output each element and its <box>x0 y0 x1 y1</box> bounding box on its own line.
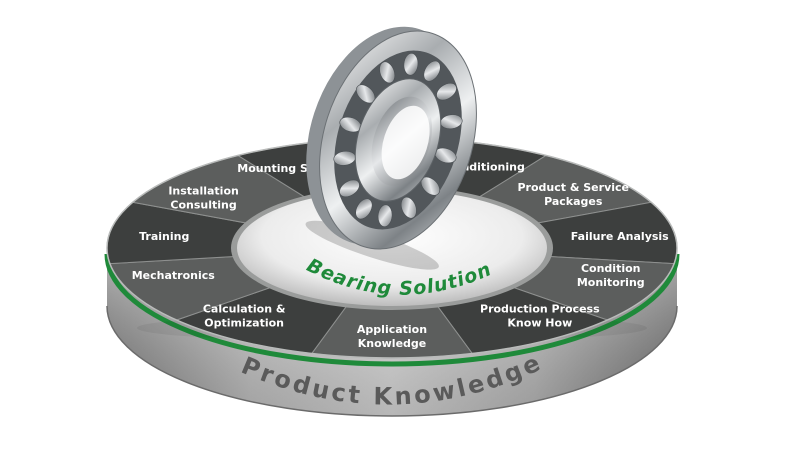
label-calculation-optimization: Calculation &Optimization <box>203 302 286 329</box>
label-mechatronics: Mechatronics <box>132 269 216 282</box>
label-failure-analysis: Failure Analysis <box>571 230 669 243</box>
bearing-icon <box>305 26 477 270</box>
label-training: Training <box>139 230 189 243</box>
hub <box>231 186 553 310</box>
